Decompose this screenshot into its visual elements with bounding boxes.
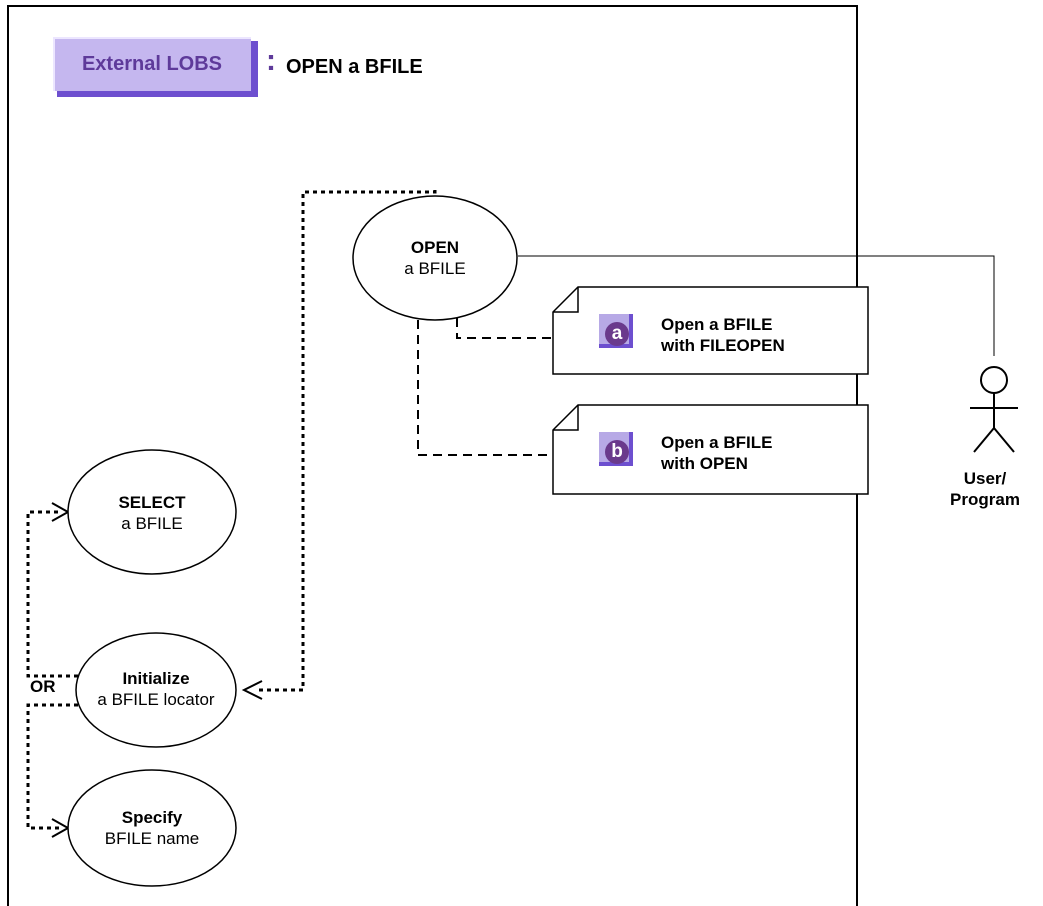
user-actor-figure (970, 366, 1018, 453)
open-use-case-title: OPEN (410, 238, 460, 257)
actor-label-line1: User/ (963, 469, 1007, 488)
actor-label-line2: Program (950, 490, 1020, 509)
select-use-case-label: SELECT a BFILE (70, 492, 234, 534)
select-use-case (67, 449, 237, 575)
initialize-use-case-label: Initialize a BFILE locator (72, 668, 240, 710)
open-to-note-a-connector (456, 318, 553, 339)
specify-use-case-subtitle: BFILE name (104, 829, 200, 848)
note-b (552, 404, 869, 495)
open-to-note-b-connector (417, 320, 553, 456)
note-b-badge-letter: b (605, 440, 629, 464)
category-label: External LOBS (81, 53, 223, 75)
or-label: OR (30, 677, 56, 696)
note-b-badge-icon: b (599, 432, 633, 466)
initialize-use-case (75, 632, 237, 748)
initialize-to-specify-connector (26, 703, 78, 830)
open-use-case (352, 195, 518, 321)
open-to-actor-line (518, 255, 995, 356)
specify-arrowhead (51, 818, 71, 838)
specify-use-case-label: Specify BFILE name (70, 807, 234, 849)
initialize-to-select-connector (26, 510, 78, 678)
note-a-badge-icon: a (599, 314, 633, 348)
note-a-line2: with FILEOPEN (661, 336, 785, 355)
specify-use-case (67, 769, 237, 887)
title-separator: : (266, 44, 276, 77)
open-use-case-label: OPEN a BFILE (355, 237, 515, 279)
note-a-text: Open a BFILE with FILEOPEN (661, 314, 785, 356)
note-b-line2: with OPEN (661, 454, 748, 473)
initialize-arrowhead (241, 680, 263, 700)
actor-label: User/ Program (935, 468, 1035, 510)
page-title: OPEN a BFILE (286, 56, 423, 78)
initialize-use-case-subtitle: a BFILE locator (97, 690, 215, 709)
open-to-initialize-connector (258, 190, 437, 692)
select-use-case-title: SELECT (118, 493, 186, 512)
note-b-text: Open a BFILE with OPEN (661, 432, 772, 474)
note-a-line1: Open a BFILE (661, 315, 773, 334)
category-label-box: External LOBS (53, 37, 258, 97)
note-a (552, 286, 869, 375)
specify-use-case-title: Specify (121, 808, 183, 827)
initialize-use-case-title: Initialize (122, 669, 190, 688)
note-a-badge-letter: a (605, 322, 629, 346)
note-b-line1: Open a BFILE (661, 433, 773, 452)
select-use-case-subtitle: a BFILE (121, 514, 183, 533)
open-use-case-subtitle: a BFILE (404, 259, 466, 278)
